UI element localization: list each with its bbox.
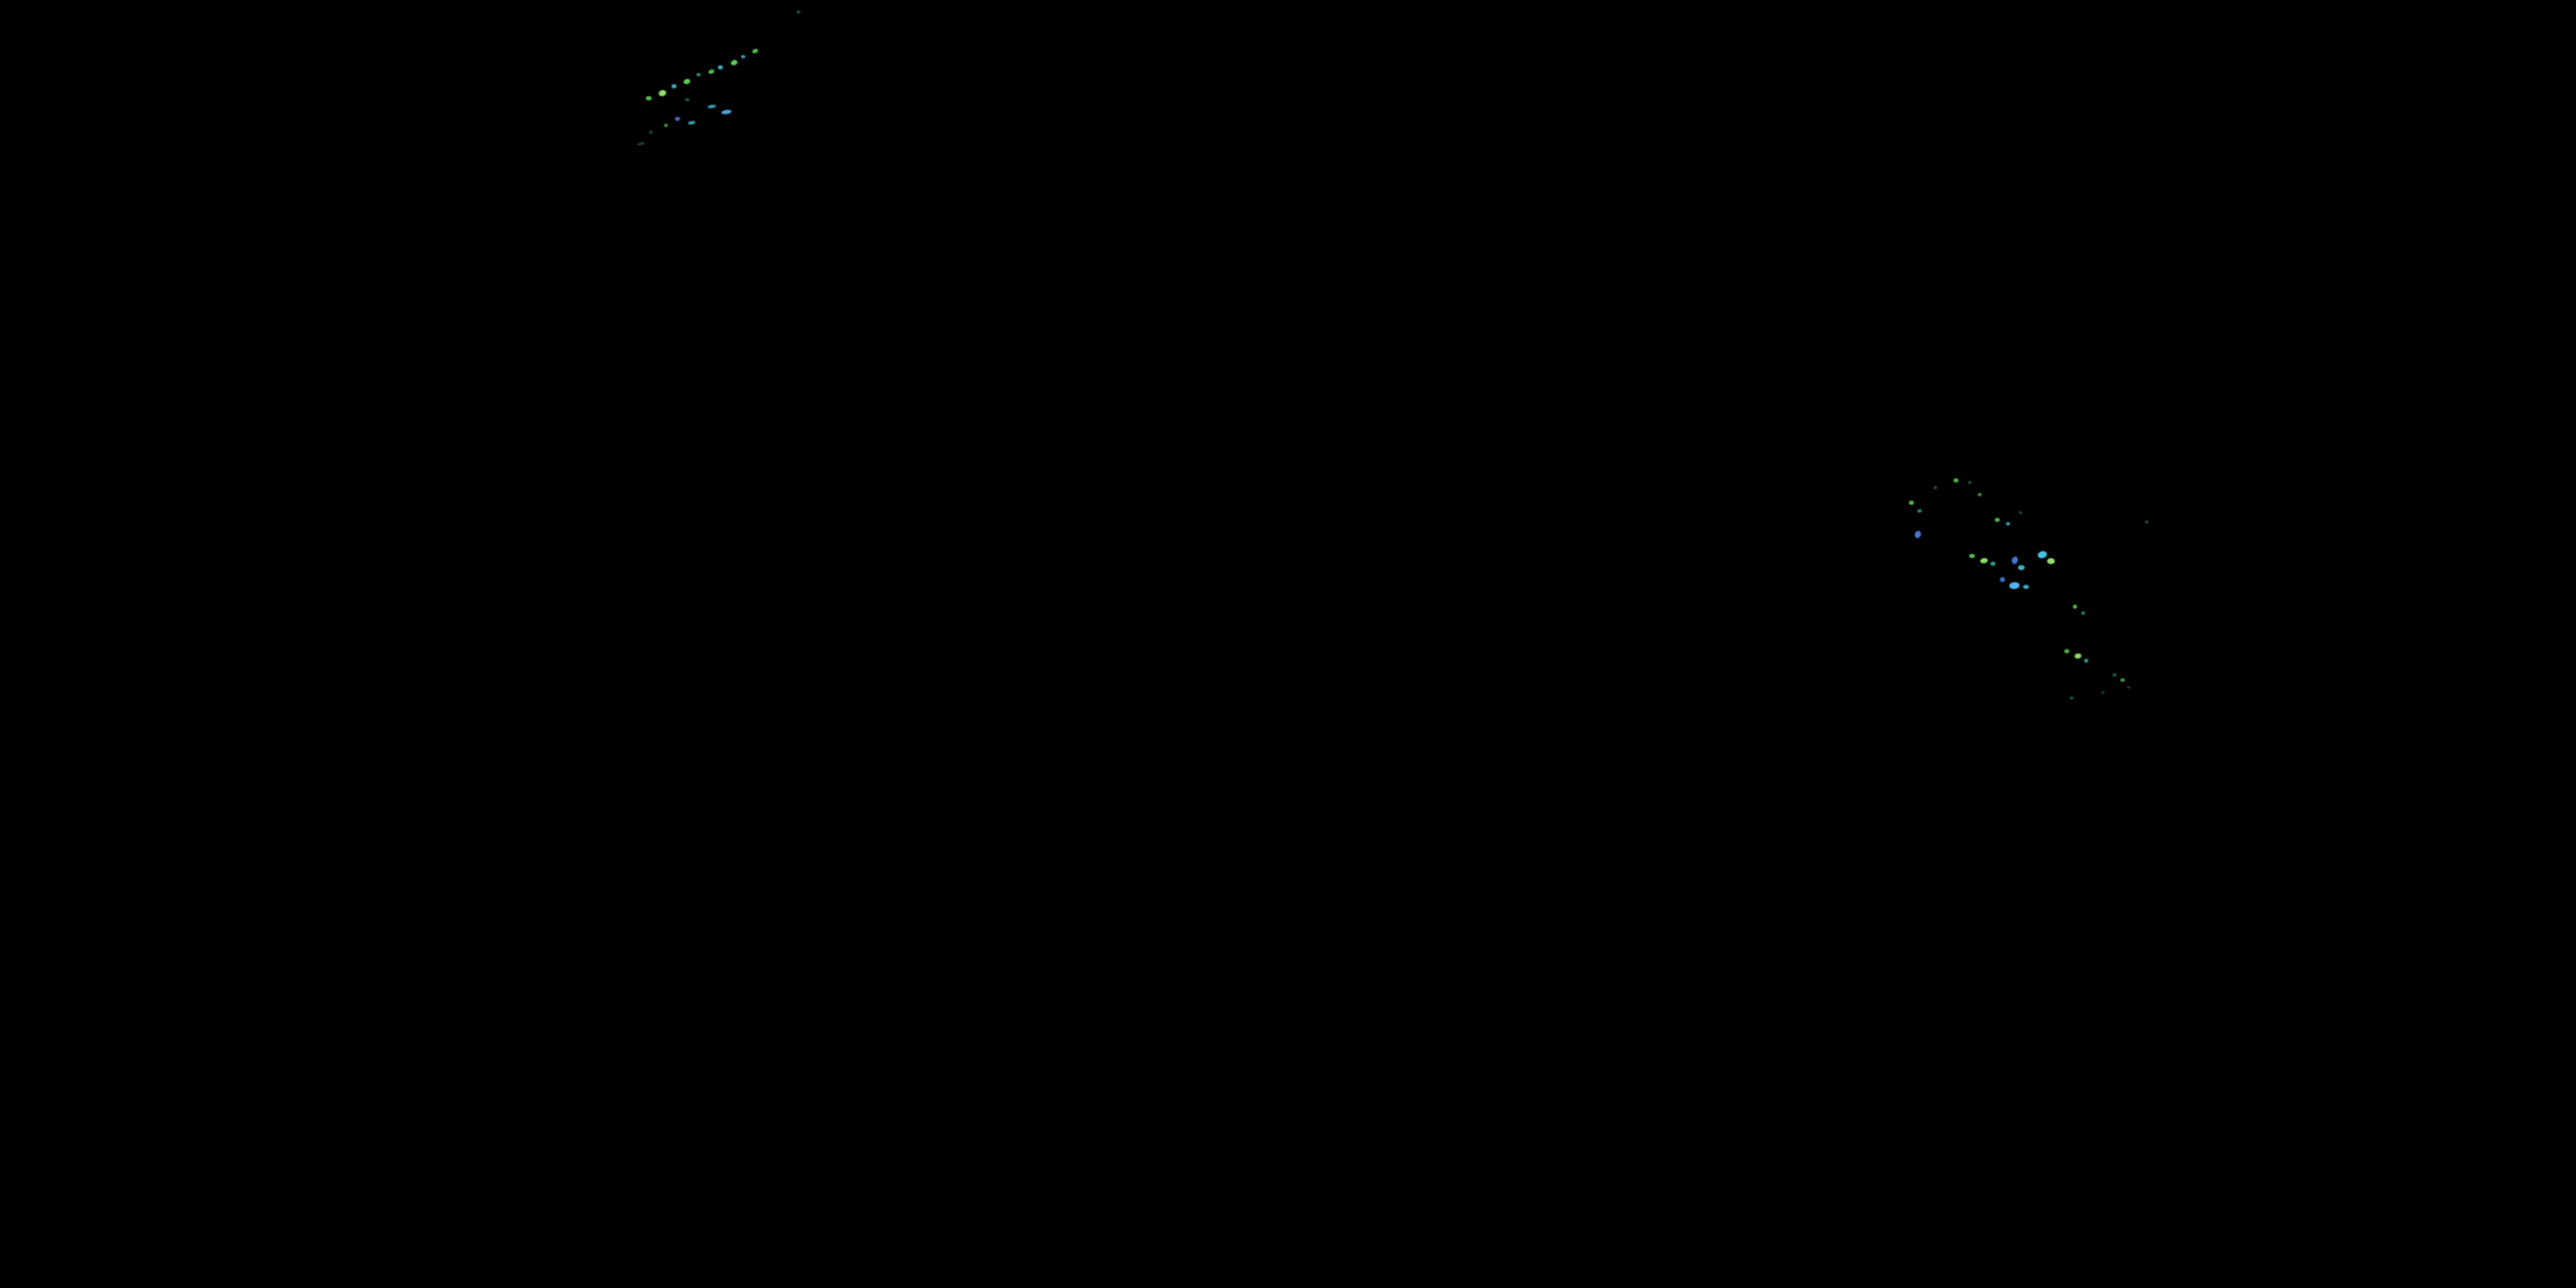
speckle [2127, 686, 2130, 689]
speckle [687, 120, 696, 125]
speckle [797, 10, 800, 14]
speckle [1969, 554, 1975, 558]
speckle [751, 47, 759, 55]
speckle [671, 84, 677, 88]
speckle [2101, 691, 2105, 694]
speckle [707, 104, 717, 109]
speckle [1917, 509, 1922, 513]
speckle [2008, 581, 2020, 590]
speckle [2010, 556, 2020, 565]
speckle [2069, 696, 2074, 700]
speckle [2084, 659, 2088, 663]
speckle [649, 131, 653, 134]
speckle [2081, 611, 2085, 615]
speckle [646, 96, 652, 100]
speckle [2019, 511, 2022, 514]
speckle [664, 124, 668, 127]
speckle [1968, 481, 1971, 484]
speckle [708, 68, 715, 76]
speckle [2064, 649, 2069, 653]
speckle [2037, 550, 2048, 560]
speckle [718, 65, 723, 70]
speckle [2000, 577, 2005, 582]
speckle [2073, 605, 2077, 609]
speckle [1978, 493, 1982, 496]
speckle [685, 98, 690, 101]
speckle [1934, 486, 1937, 489]
speckle [2120, 678, 2125, 682]
speckle [1953, 478, 1959, 483]
speckle [675, 117, 680, 121]
speckle [2023, 585, 2029, 589]
speckle [1913, 530, 1923, 539]
speckle [2018, 565, 2025, 570]
speckle [636, 142, 646, 146]
speckle [2047, 558, 2055, 564]
speckle [2006, 522, 2010, 526]
speckle [2112, 673, 2117, 677]
speckle [683, 78, 691, 85]
speckle [730, 58, 738, 67]
speckle [1990, 562, 1996, 566]
speckle [1995, 518, 2000, 522]
speckle [741, 55, 745, 58]
speckle [696, 73, 701, 76]
speckle [1909, 501, 1914, 505]
speckle [658, 88, 667, 98]
speckle [720, 109, 732, 115]
speckle [2145, 520, 2148, 524]
speckle [1979, 557, 1989, 564]
speckle [2074, 653, 2082, 659]
